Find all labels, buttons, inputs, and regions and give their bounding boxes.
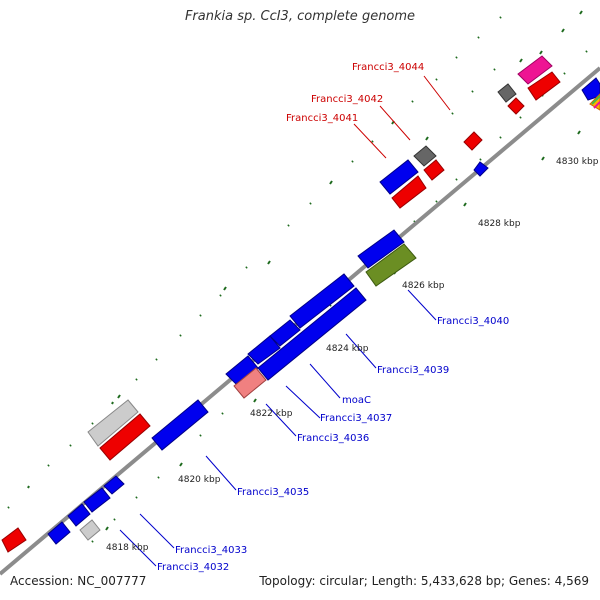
gene-blue[interactable] [269, 319, 301, 347]
kbp-label: 4818 kbp [106, 543, 149, 553]
gene-pink[interactable] [233, 367, 267, 399]
gene-blue[interactable] [379, 159, 419, 195]
gene-grey[interactable] [413, 145, 437, 167]
gene-red[interactable] [1, 527, 27, 553]
kbp-label: 4824 kbp [326, 344, 369, 354]
gene-label[interactable]: Francci3_4040 [437, 316, 509, 327]
gene-blue[interactable] [47, 521, 71, 545]
gene-label[interactable]: Francci3_4039 [377, 365, 449, 376]
gene-label[interactable]: Francci3_4037 [320, 413, 392, 424]
gene-blue[interactable] [83, 487, 111, 513]
gene-blue[interactable] [257, 287, 367, 381]
gene-blue[interactable] [247, 335, 281, 365]
kbp-labels: 4818 kbp 4820 kbp 4822 kbp 4824 kbp 4826… [106, 157, 599, 553]
kbp-label: 4820 kbp [178, 475, 221, 485]
gene-light-grey[interactable] [79, 519, 101, 541]
map-title: Frankia sp. CcI3, complete genome [184, 9, 416, 24]
gene-label[interactable]: Francci3_4036 [297, 433, 369, 444]
gene-blue[interactable] [289, 273, 355, 329]
accession-text: Accession: NC_007777 [10, 574, 147, 588]
gene-red[interactable] [99, 413, 151, 461]
blue-gene-labels: Francci3_4040 Francci3_4039 moaC Francci… [157, 316, 509, 573]
gene-label[interactable]: Francci3_4041 [286, 113, 358, 124]
gene-label[interactable]: Francci3_4032 [157, 562, 229, 573]
tick-marks [7, 10, 588, 543]
gene-blue[interactable] [357, 229, 405, 269]
kbp-label: 4830 kbp [556, 157, 599, 167]
gene-blue[interactable] [581, 77, 600, 101]
kbp-label: 4822 kbp [250, 409, 293, 419]
gene-grey[interactable] [497, 83, 517, 103]
gene-red[interactable] [391, 175, 427, 209]
kbp-label: 4826 kbp [402, 281, 445, 291]
gene-red[interactable] [527, 71, 561, 101]
gene-label[interactable]: Francci3_4042 [311, 94, 383, 105]
gene-blue[interactable] [473, 161, 489, 177]
gene-label[interactable]: moaC [342, 395, 371, 406]
gene-magenta[interactable] [517, 55, 553, 85]
gene-label[interactable]: Francci3_4035 [237, 487, 309, 498]
gene-blue[interactable] [103, 475, 125, 495]
gene-label[interactable]: Francci3_4044 [352, 62, 424, 73]
gene-olive[interactable] [365, 243, 417, 287]
gene-features [1, 55, 600, 553]
gene-light-grey[interactable] [87, 399, 139, 447]
gene-red[interactable] [507, 97, 525, 115]
red-gene-labels: Francci3_4044 Francci3_4042 Francci3_404… [286, 62, 424, 124]
kbp-label: 4828 kbp [478, 219, 521, 229]
gene-label[interactable]: Francci3_4033 [175, 545, 247, 556]
genome-summary-text: Topology: circular; Length: 5,433,628 bp… [259, 574, 589, 588]
gene-red[interactable] [463, 131, 483, 151]
gene-red[interactable] [423, 159, 445, 181]
gene-blue[interactable] [67, 503, 91, 527]
gene-blue[interactable] [151, 399, 209, 451]
callout-lines [119, 75, 451, 567]
